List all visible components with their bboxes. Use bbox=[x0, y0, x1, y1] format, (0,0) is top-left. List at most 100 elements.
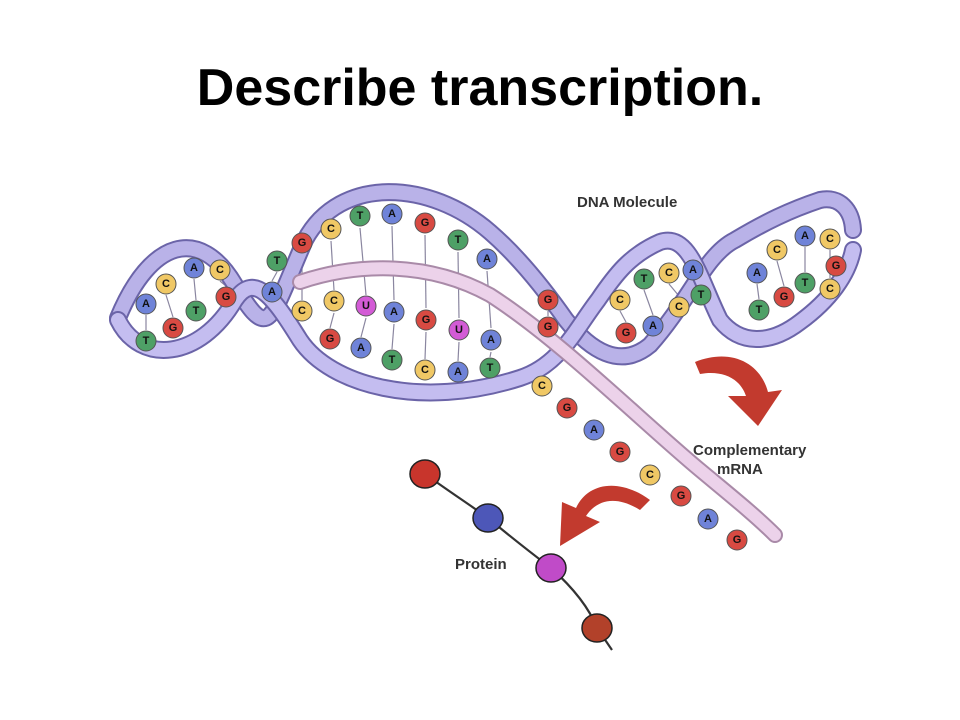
base-letter: C bbox=[216, 264, 224, 276]
base-circle bbox=[381, 349, 403, 371]
base-circle bbox=[350, 337, 372, 359]
base-letter: T bbox=[389, 354, 396, 366]
base-G: G bbox=[215, 286, 237, 308]
base-letter: C bbox=[675, 301, 683, 313]
base-circle bbox=[162, 317, 184, 339]
slide-title: Describe transcription. bbox=[196, 59, 764, 117]
base-letter: G bbox=[326, 333, 335, 345]
base-letter: A bbox=[268, 286, 276, 298]
base-A: A bbox=[135, 293, 157, 315]
base-A: A bbox=[642, 315, 664, 337]
base-circle bbox=[291, 300, 313, 322]
base-letter: T bbox=[698, 289, 705, 301]
base-circle bbox=[531, 375, 553, 397]
base-letter: C bbox=[538, 380, 546, 392]
base-circle bbox=[135, 330, 157, 352]
base-letter: A bbox=[487, 334, 495, 346]
base-letter: A bbox=[801, 230, 809, 242]
base-circle bbox=[690, 284, 712, 306]
base-T: T bbox=[748, 299, 770, 321]
base-circle bbox=[556, 397, 578, 419]
base-circle bbox=[414, 212, 436, 234]
base-C: C bbox=[414, 359, 436, 381]
base-letter: T bbox=[756, 304, 763, 316]
base-A: A bbox=[697, 508, 719, 530]
base-A: A bbox=[794, 225, 816, 247]
arrow-to-mrna-icon bbox=[695, 356, 782, 426]
base-C: C bbox=[320, 218, 342, 240]
base-letter: A bbox=[689, 264, 697, 276]
base-circle bbox=[697, 508, 719, 530]
base-circle bbox=[668, 296, 690, 318]
base-letter: A bbox=[590, 424, 598, 436]
base-letter: A bbox=[704, 513, 712, 525]
base-letter: A bbox=[454, 366, 462, 378]
base-G: G bbox=[537, 316, 559, 338]
base-G: G bbox=[726, 529, 748, 551]
base-A: A bbox=[480, 329, 502, 351]
base-circle bbox=[658, 262, 680, 284]
base-circle bbox=[414, 359, 436, 381]
base-letter: T bbox=[143, 335, 150, 347]
base-circle bbox=[266, 250, 288, 272]
mrna-label-line1: Complementary bbox=[693, 442, 807, 459]
base-G: G bbox=[556, 397, 578, 419]
base-C: C bbox=[766, 239, 788, 261]
base-letter: U bbox=[455, 324, 463, 336]
protein-chain bbox=[409, 459, 613, 651]
base-G: G bbox=[615, 322, 637, 344]
base-circle bbox=[766, 239, 788, 261]
amino-acid-bead bbox=[581, 613, 613, 643]
base-C: C bbox=[291, 300, 313, 322]
base-circle bbox=[476, 248, 498, 270]
base-circle bbox=[726, 529, 748, 551]
base-A: A bbox=[682, 259, 704, 281]
base-A: A bbox=[583, 419, 605, 441]
base-letter: G bbox=[832, 260, 841, 272]
protein-label: Protein bbox=[455, 556, 507, 573]
base-circle bbox=[448, 319, 470, 341]
base-circle bbox=[291, 232, 313, 254]
base-circle bbox=[773, 286, 795, 308]
base-G: G bbox=[825, 255, 847, 277]
base-circle bbox=[261, 281, 283, 303]
base-letter: A bbox=[142, 298, 150, 310]
base-circle bbox=[819, 278, 841, 300]
base-circle bbox=[537, 316, 559, 338]
base-G: G bbox=[162, 317, 184, 339]
dna-molecule-label: DNA Molecule bbox=[577, 194, 677, 211]
base-circle bbox=[794, 272, 816, 294]
base-circle bbox=[447, 361, 469, 383]
base-T: T bbox=[135, 330, 157, 352]
base-letter: T bbox=[357, 210, 364, 222]
base-letter: G bbox=[616, 446, 625, 458]
base-letter: T bbox=[802, 277, 809, 289]
base-A: A bbox=[350, 337, 372, 359]
base-C: C bbox=[609, 289, 631, 311]
base-circle bbox=[209, 259, 231, 281]
arrow-to-protein-icon bbox=[560, 485, 650, 546]
base-T: T bbox=[633, 268, 655, 290]
base-C: C bbox=[668, 296, 690, 318]
base-letter: T bbox=[455, 234, 462, 246]
base-circle bbox=[748, 299, 770, 321]
base-letter: G bbox=[169, 322, 178, 334]
base-letter: C bbox=[298, 305, 306, 317]
base-letter: C bbox=[826, 283, 834, 295]
base-G: G bbox=[537, 289, 559, 311]
base-C: C bbox=[209, 259, 231, 281]
base-letter: U bbox=[362, 300, 370, 312]
mrna-label-line2: mRNA bbox=[717, 461, 763, 478]
base-T: T bbox=[479, 357, 501, 379]
base-G: G bbox=[773, 286, 795, 308]
base-circle bbox=[381, 203, 403, 225]
base-circle bbox=[746, 262, 768, 284]
base-letter: A bbox=[388, 208, 396, 220]
base-letter: C bbox=[616, 294, 624, 306]
base-letter: C bbox=[826, 233, 834, 245]
base-circle bbox=[447, 229, 469, 251]
base-letter: T bbox=[641, 273, 648, 285]
base-A: A bbox=[476, 248, 498, 270]
base-letter: C bbox=[665, 267, 673, 279]
